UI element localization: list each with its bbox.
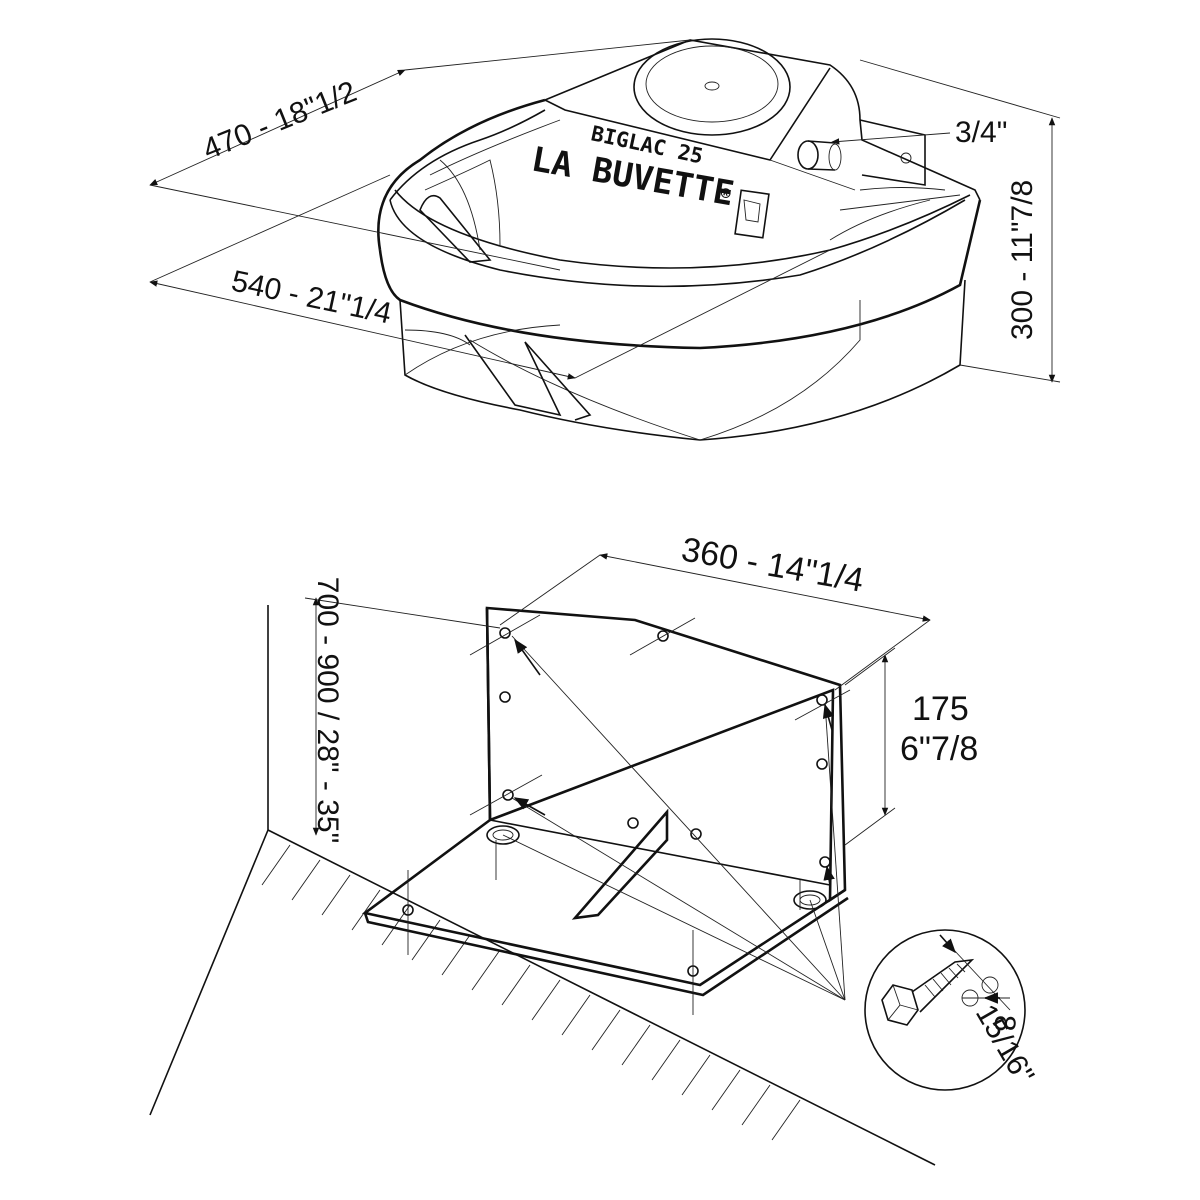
bracket-width-dimension: 360 - 14"1/4	[499, 530, 931, 691]
hole-spacing-in: 6"7/8	[900, 730, 978, 768]
drinker-bowl-drawing: BIGLAC 25 LA BUVETTE ®	[377, 38, 982, 441]
mount-height-dimension: 700 - 900 / 28" - 35"	[304, 577, 501, 843]
screw-mm: 8	[988, 1015, 1021, 1032]
screw-in: 15/16"	[969, 999, 1040, 1090]
registered-mark: ®	[719, 183, 732, 203]
depth-label: 470 - 18"1/2	[198, 75, 361, 166]
mount-height-label: 700 - 900 / 28" - 35"	[311, 577, 344, 843]
hole-spacing-dimension: 175 6"7/8	[844, 647, 978, 846]
height-dimension: 300 - 11"7/8	[859, 59, 1061, 383]
height-label: 300 - 11"7/8	[1006, 180, 1039, 340]
float-cover	[633, 38, 791, 136]
wall-bracket-drawing	[149, 605, 936, 1166]
width-label: 540 - 21"1/4	[229, 265, 395, 331]
inlet-fitting	[797, 140, 842, 171]
logo-badge-icon	[734, 189, 770, 239]
inlet-label: 3/4"	[955, 116, 1007, 149]
inlet-dimension: 3/4"	[831, 116, 1007, 149]
lag-screw-icon: 8 15/16"	[864, 929, 1040, 1091]
mounting-holes	[402, 627, 831, 977]
hole-spacing-mm: 175	[912, 690, 969, 728]
